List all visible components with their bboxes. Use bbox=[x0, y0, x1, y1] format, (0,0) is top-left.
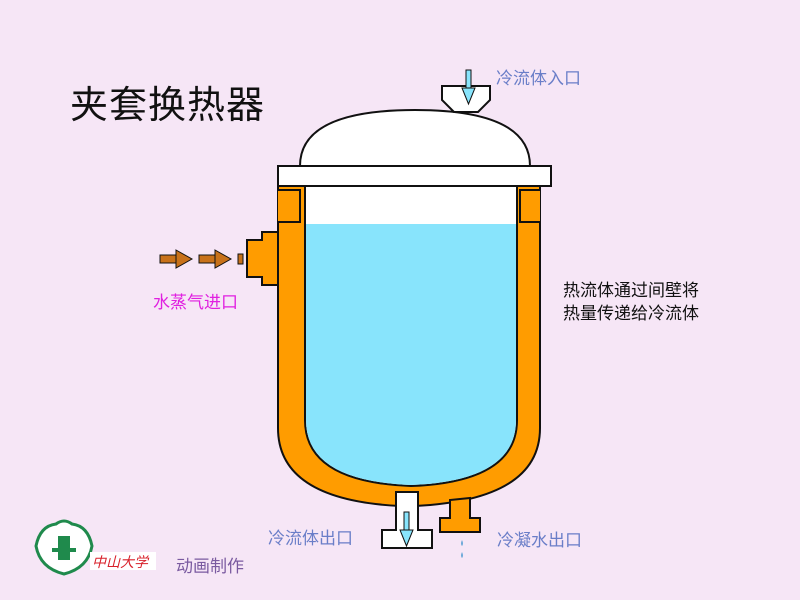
steam-arrow-icon bbox=[198, 249, 233, 269]
heat-transfer-note: 热流体通过间壁将 热量传递给冷流体 bbox=[563, 280, 699, 326]
note-line-1: 热流体通过间壁将 bbox=[563, 281, 699, 301]
note-line-2: 热量传递给冷流体 bbox=[563, 304, 699, 324]
dome-lid bbox=[298, 108, 532, 167]
lid-flange bbox=[277, 165, 552, 187]
condensate-outlet-label: 冷凝水出口 bbox=[497, 531, 582, 551]
university-logo-icon bbox=[34, 519, 94, 576]
liquid-fill bbox=[306, 224, 516, 485]
credit-text: 动画制作 bbox=[176, 557, 244, 577]
condensate-outlet-nozzle bbox=[439, 496, 481, 533]
logo-text-block bbox=[90, 552, 156, 570]
cold-outlet-arrow-icon bbox=[399, 511, 414, 548]
steam-inlet-label: 水蒸气进口 bbox=[153, 293, 238, 313]
diagram-title: 夹套换热器 bbox=[70, 83, 266, 127]
steam-arrow-icon bbox=[159, 249, 194, 269]
cold-outlet-label: 冷流体出口 bbox=[268, 529, 353, 549]
logo-text: 中山大学 bbox=[92, 555, 148, 571]
droplet-icon bbox=[461, 540, 463, 558]
cold-inlet-arrow-icon bbox=[461, 69, 476, 106]
steam-inlet-nozzle bbox=[246, 231, 279, 286]
steam-stub bbox=[237, 253, 244, 265]
cold-inlet-label: 冷流体入口 bbox=[496, 69, 581, 89]
